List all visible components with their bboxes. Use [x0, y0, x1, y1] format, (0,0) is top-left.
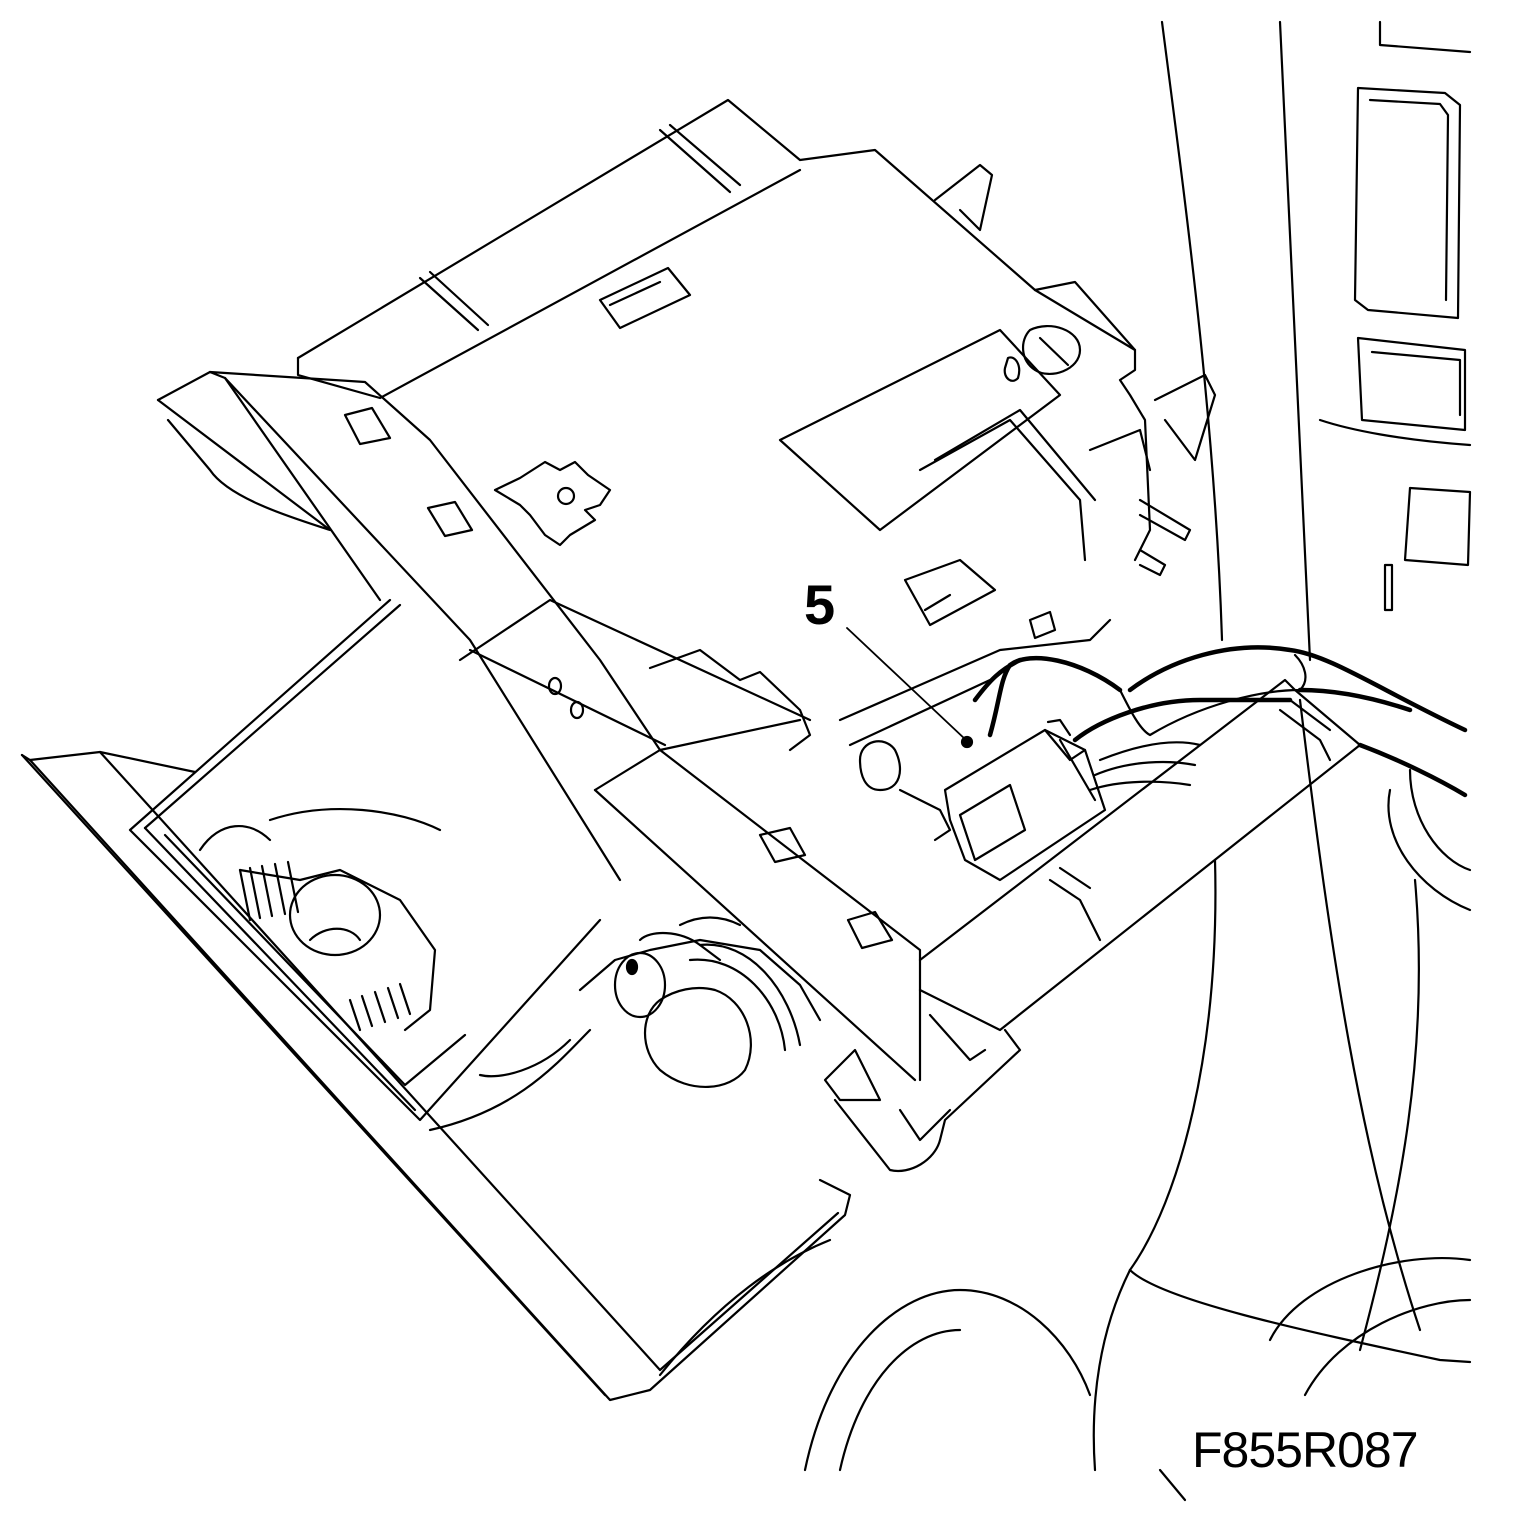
dashboard-background	[803, 20, 1472, 1502]
figure-reference-code: F855R087	[1192, 1422, 1418, 1478]
cable-harness	[972, 645, 1468, 798]
unit-housing	[296, 98, 1217, 577]
side-rail	[833, 678, 1362, 1173]
callout-5-leader	[846, 627, 974, 749]
mounting-frame	[156, 370, 922, 1082]
inner-mechanism	[838, 558, 1112, 842]
drawer-tray	[20, 598, 882, 1402]
electrical-connector	[943, 718, 1107, 882]
callout-label-5: 5	[804, 573, 836, 636]
round-knob	[613, 916, 802, 1089]
